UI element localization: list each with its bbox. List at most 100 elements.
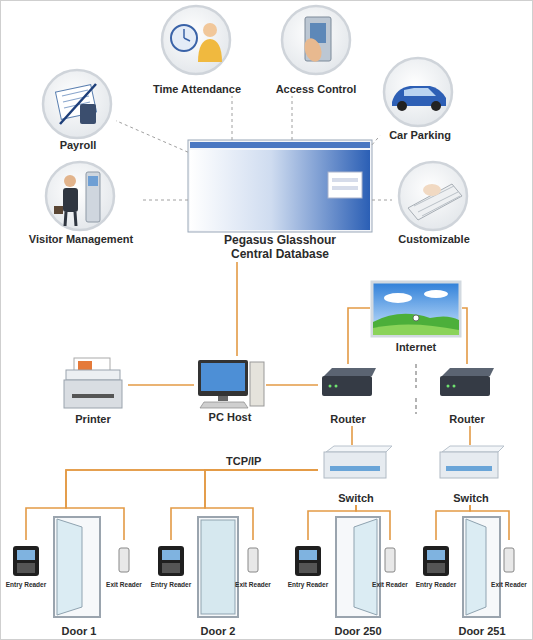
network-cable	[469, 426, 471, 445]
keyboard	[408, 184, 462, 220]
calculator	[80, 104, 96, 124]
router-body	[322, 376, 372, 396]
network-cable	[470, 505, 509, 540]
printer-slot	[72, 394, 114, 398]
feature-icon: Car Parking	[380, 56, 460, 142]
node-label: Exit Reader	[106, 581, 142, 588]
switch-device: Switch	[436, 445, 506, 505]
software-window	[188, 140, 372, 232]
node-label: Exit Reader	[491, 581, 527, 588]
kiosk	[86, 172, 100, 222]
briefcase	[54, 206, 63, 214]
person-body	[198, 39, 222, 62]
entry-reader: Entry Reader	[412, 540, 460, 588]
network-label: TCP/IP	[226, 455, 261, 468]
router-led	[329, 385, 332, 388]
node-label: Pegasus Glasshour Central Database	[205, 234, 355, 262]
door-panel	[201, 520, 235, 614]
green-hill	[373, 314, 459, 335]
router-led	[453, 385, 456, 388]
router-top	[442, 368, 494, 376]
node-label: Door 251	[458, 625, 505, 638]
node-label: Internet	[396, 341, 436, 354]
network-cable	[348, 308, 370, 364]
reader-keypad	[162, 563, 180, 573]
node-label: Door 250	[334, 625, 381, 638]
node-label: Exit Reader	[372, 581, 408, 588]
database-screen: Pegasus Glasshour Central Database	[188, 140, 372, 262]
network-cable	[236, 262, 238, 356]
node-label: Router	[330, 413, 365, 426]
door-frame	[336, 517, 380, 617]
login-panel	[328, 172, 362, 198]
exit-reader-device	[119, 548, 514, 572]
login-field	[332, 178, 358, 182]
entry-reader: Entry Reader	[2, 540, 50, 588]
node-label: Switch	[338, 492, 373, 505]
printer-body	[64, 380, 122, 408]
icon-circle	[282, 6, 350, 74]
node-label: Door 2	[201, 625, 236, 638]
switch-top	[326, 446, 392, 452]
door: Door 1	[50, 514, 108, 638]
exit-button-box	[504, 548, 514, 572]
pc-tower	[250, 362, 264, 406]
monitor-screen	[201, 363, 245, 391]
dashed-link	[232, 96, 233, 140]
router-led	[447, 385, 450, 388]
feature-icon: Customizable	[392, 160, 476, 246]
network-cable	[66, 470, 318, 540]
switch-body	[440, 452, 498, 478]
node-label: Exit Reader	[235, 581, 271, 588]
dashed-link	[142, 200, 188, 201]
node-label: Payroll	[60, 139, 97, 152]
switch-device: Switch	[318, 445, 394, 505]
network-cable	[205, 470, 318, 540]
router-top	[324, 368, 376, 376]
node-label: Door 1	[62, 625, 97, 638]
exit-button-box	[385, 548, 395, 572]
pc-host: PC Host	[194, 356, 266, 424]
car-wheel	[397, 101, 407, 111]
node-label: Visitor Management	[29, 233, 133, 246]
door-frame	[198, 517, 238, 617]
router-body	[440, 376, 490, 396]
monitor-stand	[218, 396, 228, 401]
icon-circle	[43, 70, 111, 138]
switch-body	[324, 452, 386, 478]
exit-reader: Exit Reader	[368, 540, 412, 588]
green-hill	[373, 324, 459, 335]
icon-circle	[46, 162, 114, 230]
printer-device: Printer	[58, 356, 128, 426]
feature-icon: Time Attendance	[143, 4, 251, 96]
node-label: Router	[449, 413, 484, 426]
node-label: Switch	[453, 492, 488, 505]
pen	[60, 84, 96, 124]
icon-circle	[399, 162, 467, 230]
network-cable	[26, 470, 318, 540]
switch-top	[442, 446, 504, 452]
kiosk-screen	[88, 176, 98, 186]
icon-circle	[162, 6, 230, 74]
cloud	[384, 293, 412, 303]
hand	[423, 184, 441, 196]
network-cable	[308, 505, 356, 540]
door: Door 250	[329, 514, 387, 638]
node-label: Car Parking	[389, 129, 451, 142]
exit-button-box	[119, 548, 129, 572]
reader-screen	[427, 550, 445, 560]
node-label: Time Attendance	[153, 83, 241, 96]
feature-icon: Visitor Management	[20, 160, 142, 246]
entry-reader: Entry Reader	[284, 540, 332, 588]
reader-keypad	[427, 563, 445, 573]
broken-link	[415, 364, 417, 414]
network-cable	[462, 308, 467, 364]
door: Door 2	[192, 514, 244, 638]
reader-keypad	[299, 563, 317, 573]
door-panel	[466, 519, 486, 615]
door: Door 251	[453, 514, 511, 638]
door-panel	[57, 519, 82, 615]
